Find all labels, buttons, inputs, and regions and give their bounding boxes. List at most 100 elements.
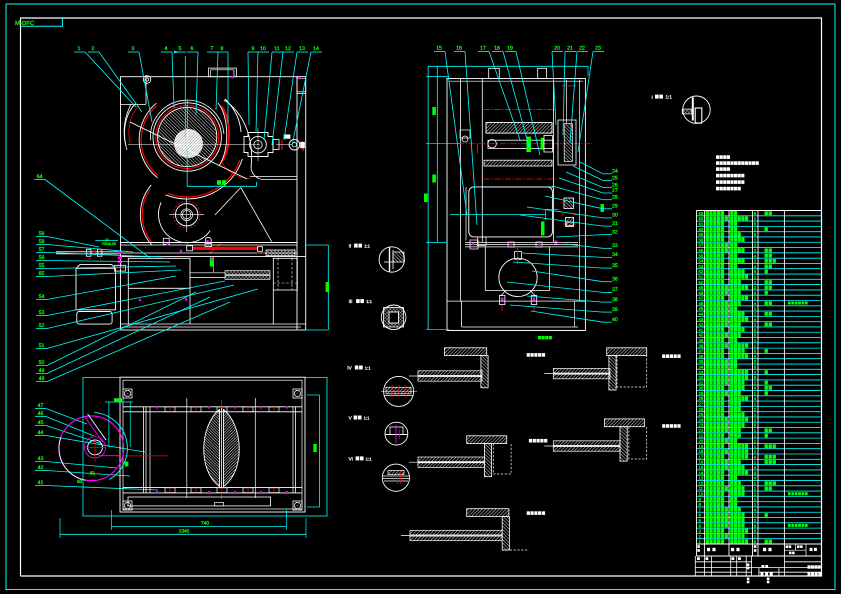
svg-text:1: 1 [754, 296, 757, 301]
svg-text:1: 1 [754, 216, 757, 221]
svg-text:60: 60 [77, 479, 83, 484]
svg-text:8: 8 [754, 529, 757, 534]
svg-text:33: 33 [699, 370, 704, 375]
svg-text:62: 62 [699, 216, 704, 221]
svg-text:IV: IV [347, 366, 352, 371]
svg-text:25: 25 [612, 175, 618, 181]
svg-text:52: 52 [39, 323, 45, 329]
svg-text:2: 2 [754, 259, 757, 264]
svg-text:2: 2 [754, 370, 757, 375]
svg-text:1: 1 [754, 306, 757, 311]
svg-text:35: 35 [612, 263, 618, 269]
svg-text:46: 46 [699, 301, 704, 306]
svg-text:4: 4 [754, 386, 757, 391]
svg-text:20: 20 [554, 46, 560, 52]
svg-text:2: 2 [754, 492, 757, 497]
svg-text:25: 25 [699, 412, 704, 417]
svg-text:1:1: 1:1 [364, 416, 370, 421]
svg-text:59: 59 [699, 232, 704, 237]
svg-text:56: 56 [699, 248, 704, 253]
svg-text:39: 39 [612, 307, 618, 313]
svg-text:32: 32 [699, 375, 704, 380]
svg-text:6: 6 [754, 222, 757, 227]
svg-text:9: 9 [699, 497, 702, 502]
svg-text:M-DFC: M-DFC [15, 20, 35, 27]
svg-text:27: 27 [699, 402, 704, 407]
svg-text:III: III [349, 299, 353, 304]
svg-text:1: 1 [754, 444, 757, 449]
svg-text:6: 6 [754, 539, 757, 544]
svg-text:55: 55 [699, 253, 704, 258]
svg-text:4: 4 [754, 264, 757, 269]
svg-text:1: 1 [78, 46, 81, 52]
svg-text:60: 60 [699, 227, 704, 232]
svg-text:3: 3 [132, 46, 135, 52]
svg-text:28: 28 [612, 195, 618, 201]
svg-text:23: 23 [595, 46, 601, 52]
svg-text:36: 36 [699, 354, 704, 359]
svg-text:9: 9 [252, 46, 255, 52]
svg-text:2: 2 [754, 280, 757, 285]
svg-text:4: 4 [754, 476, 757, 481]
svg-text:40: 40 [612, 317, 618, 323]
svg-text:6: 6 [191, 46, 194, 52]
svg-text:43: 43 [38, 456, 44, 462]
svg-text:51: 51 [39, 343, 45, 349]
svg-text:1: 1 [754, 274, 757, 279]
svg-text:4: 4 [754, 507, 757, 512]
svg-text:47: 47 [38, 403, 44, 409]
svg-text:6: 6 [754, 354, 757, 359]
svg-text:54: 54 [39, 294, 45, 300]
svg-text:1:1: 1:1 [364, 244, 370, 249]
svg-text:65: 65 [39, 271, 45, 277]
svg-text:1: 1 [754, 481, 757, 486]
svg-text:6: 6 [754, 375, 757, 380]
svg-text:44: 44 [38, 430, 44, 436]
svg-text:7: 7 [211, 46, 214, 52]
svg-text:16: 16 [699, 460, 704, 465]
svg-text:8: 8 [754, 211, 757, 216]
svg-text:22: 22 [579, 46, 585, 52]
svg-text:64: 64 [37, 174, 43, 180]
svg-text:2: 2 [754, 243, 757, 248]
svg-text:2: 2 [754, 380, 757, 385]
svg-text:31: 31 [612, 221, 618, 227]
svg-text:20: 20 [699, 439, 704, 444]
svg-text:1: 1 [754, 237, 757, 242]
svg-text:2: 2 [754, 359, 757, 364]
svg-text:1040: 1040 [179, 528, 190, 534]
svg-text:61: 61 [90, 471, 96, 476]
svg-text:4: 4 [754, 465, 757, 470]
svg-text:5: 5 [699, 518, 702, 523]
svg-text:61: 61 [699, 222, 704, 227]
svg-text:12: 12 [105, 238, 109, 242]
svg-text:1: 1 [754, 412, 757, 417]
svg-text:14: 14 [313, 46, 319, 52]
svg-text:52: 52 [699, 269, 704, 274]
svg-text:1: 1 [754, 343, 757, 348]
svg-text:1:1: 1:1 [366, 456, 372, 461]
svg-text:1: 1 [754, 502, 757, 507]
svg-text:30: 30 [699, 386, 704, 391]
svg-text:24: 24 [699, 417, 704, 422]
svg-text:1: 1 [754, 486, 757, 491]
svg-text:63: 63 [699, 211, 704, 216]
svg-text:4: 4 [165, 46, 168, 52]
svg-text:1: 1 [754, 439, 757, 444]
svg-text:2: 2 [754, 248, 757, 253]
svg-text:6: 6 [754, 333, 757, 338]
svg-text:VI: VI [349, 456, 353, 461]
svg-text:45: 45 [699, 306, 704, 311]
svg-text:4: 4 [754, 396, 757, 401]
svg-text:19: 19 [699, 444, 704, 449]
svg-text:29: 29 [612, 204, 618, 210]
svg-text:2: 2 [699, 534, 702, 539]
svg-text:1: 1 [754, 227, 757, 232]
svg-text:6: 6 [754, 423, 757, 428]
svg-text:16: 16 [456, 46, 462, 52]
svg-text:1: 1 [754, 460, 757, 465]
svg-text:12: 12 [699, 481, 704, 486]
svg-text:13: 13 [699, 476, 704, 481]
svg-text:29: 29 [699, 391, 704, 396]
svg-text:33: 33 [612, 243, 618, 249]
